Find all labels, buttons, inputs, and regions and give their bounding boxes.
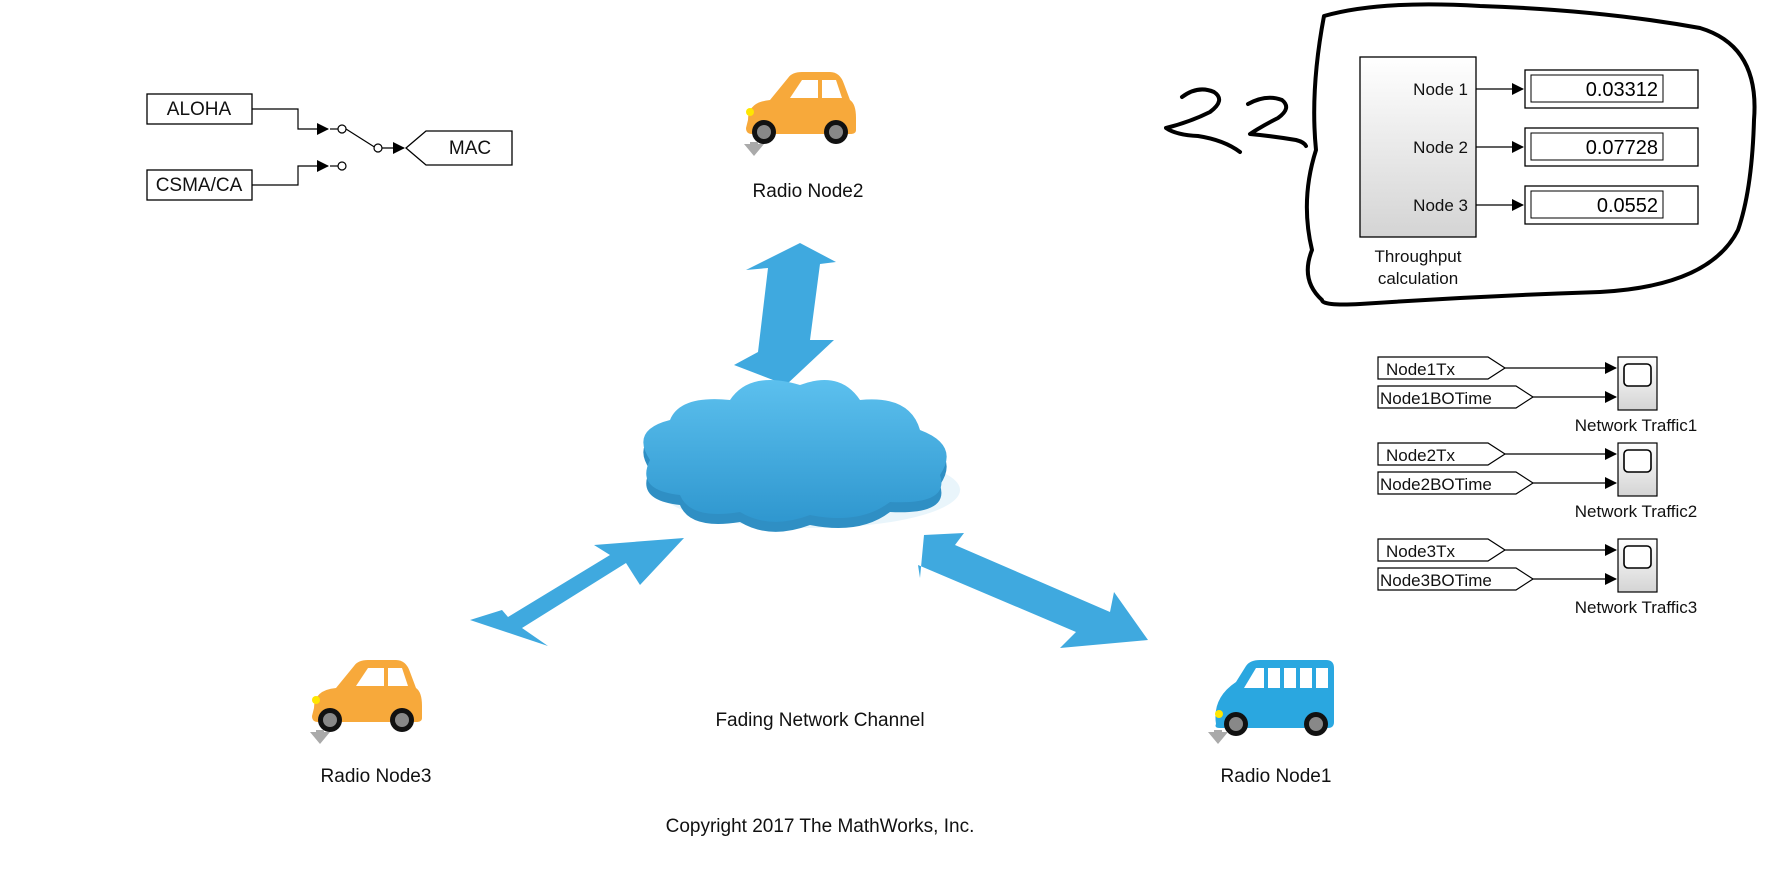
mac-tag-label: MAC [449, 138, 491, 159]
radio-node3-label: Radio Node3 [321, 766, 432, 787]
radio-node2-label: Radio Node2 [753, 181, 864, 202]
aloha-label: ALOHA [167, 99, 232, 120]
scope-icon [1623, 449, 1652, 473]
fading-channel-block[interactable] [470, 243, 1148, 648]
double-arrow-icon [918, 533, 1148, 648]
double-arrow-icon [470, 538, 684, 646]
from-tag-node3botime[interactable]: Node3BOTime [1377, 567, 1535, 591]
double-arrow-icon [734, 243, 836, 385]
scope-block-2[interactable] [1617, 442, 1658, 497]
radio-node1-block[interactable] [1208, 660, 1334, 744]
network-traffic-group-3: Node3Tx Node3BOTime Network Traffic3 [1377, 538, 1698, 617]
scope-block-1[interactable] [1617, 356, 1658, 411]
from-tag-node1botime[interactable]: Node1BOTime [1377, 385, 1535, 409]
from-tag-label: Node3Tx [1386, 542, 1455, 561]
display-block-node1[interactable]: 0.03312 [1524, 69, 1699, 109]
display-value: 0.0552 [1597, 195, 1658, 217]
display-block-node2[interactable]: 0.07728 [1524, 127, 1699, 167]
aloha-constant-block[interactable]: ALOHA [146, 93, 253, 125]
scope-label: Network Traffic3 [1575, 598, 1698, 617]
cloud-icon [643, 380, 960, 532]
from-tag-node1tx[interactable]: Node1Tx [1377, 356, 1507, 380]
down-arrow-icon [744, 142, 764, 156]
from-tag-label: Node1BOTime [1380, 389, 1492, 408]
display-value: 0.03312 [1586, 79, 1658, 101]
scope-label: Network Traffic1 [1575, 416, 1698, 435]
from-tag-node2botime[interactable]: Node2BOTime [1377, 471, 1535, 495]
throughput-label-line1: Throughput [1375, 247, 1462, 266]
copyright-text: Copyright 2017 The MathWorks, Inc. [666, 816, 975, 837]
throughput-label-line2: calculation [1378, 269, 1458, 288]
manual-switch[interactable] [252, 108, 405, 186]
throughput-calculation-block[interactable]: Node 1 Node 2 Node 3 [1359, 56, 1477, 238]
scope-icon [1623, 363, 1652, 387]
port-label: Node 2 [1413, 138, 1468, 157]
network-traffic-group-2: Node2Tx Node2BOTime Network Traffic2 [1377, 442, 1698, 521]
channel-label: Fading Network Channel [715, 710, 924, 731]
down-arrow-icon [310, 730, 330, 744]
scope-icon [1623, 545, 1652, 569]
from-tag-node3tx[interactable]: Node3Tx [1377, 538, 1507, 562]
display-value: 0.07728 [1586, 137, 1658, 159]
handwritten-annotation [1164, 2, 1757, 307]
from-tag-label: Node2Tx [1386, 446, 1455, 465]
mac-goto-tag[interactable]: MAC [404, 130, 513, 166]
from-tag-node2tx[interactable]: Node2Tx [1377, 442, 1507, 466]
scope-label: Network Traffic2 [1575, 502, 1698, 521]
from-tag-label: Node1Tx [1386, 360, 1455, 379]
down-arrow-icon [1208, 730, 1228, 744]
from-tag-label: Node3BOTime [1380, 571, 1492, 590]
radio-node2-block[interactable] [744, 72, 856, 156]
csma-constant-block[interactable]: CSMA/CA [146, 169, 253, 201]
scope-block-3[interactable] [1617, 538, 1658, 593]
from-tag-label: Node2BOTime [1380, 475, 1492, 494]
csma-label: CSMA/CA [156, 175, 243, 196]
port-label: Node 3 [1413, 196, 1468, 215]
radio-node3-block[interactable] [310, 660, 422, 744]
mac-selector: ALOHA CSMA/CA MAC [146, 93, 513, 201]
port-label: Node 1 [1413, 80, 1468, 99]
network-traffic-group-1: Node1Tx Node1BOTime Network Traffic1 [1377, 356, 1698, 435]
radio-node1-label: Radio Node1 [1221, 766, 1332, 787]
display-block-node3[interactable]: 0.0552 [1524, 185, 1699, 225]
